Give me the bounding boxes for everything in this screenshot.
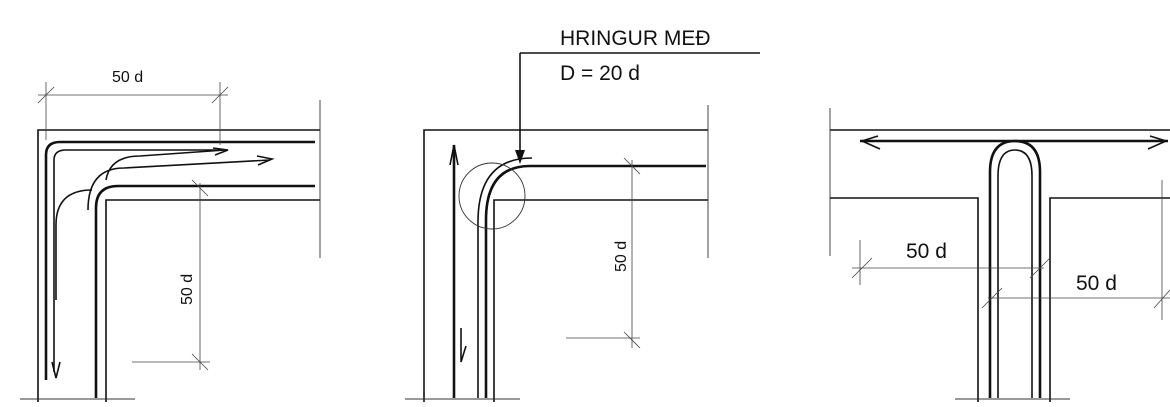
left-dim-top-tick-l [37,86,55,104]
right-left-slab-outline [830,197,979,402]
middle-callout-arrowhead [515,150,525,164]
right-dim-right-tick-r [1153,289,1170,309]
left-bar-outer [44,140,315,380]
panel-right-t-junction-detail: 50 d 50 d [829,108,1170,402]
middle-bar-inner [484,164,706,398]
middle-bend-circle [458,162,526,230]
right-u-bar-outer [988,139,1042,398]
left-bar-inner [94,184,315,398]
left-dim-top-tick-r [211,86,229,104]
left-bar-lap-2 [105,149,226,181]
middle-outer-outline [423,129,708,402]
left-bar-inner-hook [55,189,93,300]
middle-dim-vertical-label: 50 d [613,241,630,272]
left-bar-lap [87,159,271,211]
left-bar-outer-inner-edge [53,149,220,372]
left-hook-mark-bottom [51,361,61,379]
middle-dim-vert-tick-bottom [623,331,641,349]
middle-callout-line1: HRINGUR MEÐ [560,27,711,50]
right-dim-right-tick-l [981,287,1003,309]
middle-inner-outline [493,199,708,402]
left-dim-vertical-label: 50 d [179,274,196,305]
middle-bar-outer-hook [449,144,459,166]
right-dim-left-tick-r [1029,257,1051,279]
left-dim-vert-tick-bottom [191,353,209,371]
right-top-bar-hook-left [859,135,881,150]
left-inner-outline [105,199,320,402]
left-outer-outline [37,129,320,402]
right-dim-right-label: 50 d [1076,272,1117,295]
middle-dim-vert-tick-top [623,157,641,175]
right-dim-left-label: 50 d [906,240,947,263]
panel-left-corner-detail: 50 d 50 d [20,69,321,402]
middle-callout-line2: D = 20 d [560,62,640,85]
left-hook-mark-top [212,147,229,156]
left-dim-vert-tick-top [191,179,209,197]
right-right-slab-outline [1049,197,1170,402]
right-u-bar-inner [997,149,1033,398]
right-dim-left-tick-l [851,257,873,279]
left-dim-top-label: 50 d [112,69,143,86]
panel-middle-corner-detail: HRINGUR MEÐ D = 20 d 50 d [405,27,760,402]
middle-bar-lower-hook [460,328,467,363]
left-hook-mark-right [256,155,275,166]
right-top-bar-hook-right [1147,135,1169,150]
